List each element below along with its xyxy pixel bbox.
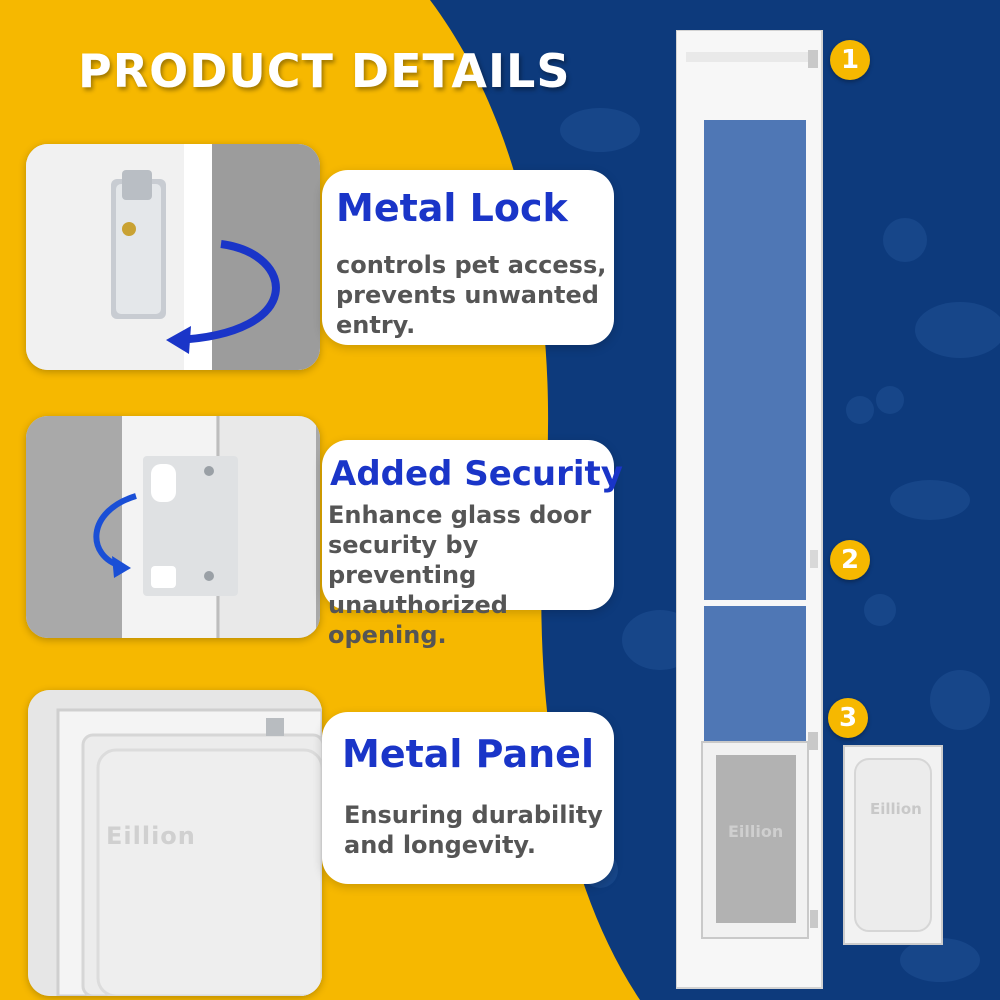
badge-3: 3 bbox=[828, 698, 868, 738]
brand-embossed-text: Eillion bbox=[106, 822, 196, 850]
metal-panel-card: Metal Panel Ensuring durability and long… bbox=[322, 712, 614, 884]
metal-panel-title: Metal Panel bbox=[342, 732, 594, 776]
metal-lock-description: controls pet access, prevents unwanted e… bbox=[336, 251, 607, 339]
metal-lock-title: Metal Lock bbox=[336, 186, 568, 230]
flap-panel bbox=[843, 745, 943, 945]
badge-1: 1 bbox=[830, 40, 870, 80]
metal-lock-card: Metal Lock controls pet access, prevents… bbox=[322, 170, 614, 345]
metal-panel-description: Ensuring durability and longevity. bbox=[344, 801, 603, 859]
added-security-card: Added Security Enhance glass door securi… bbox=[322, 440, 623, 649]
page-title: PRODUCT DETAILS bbox=[78, 44, 571, 98]
metal-lock-photo bbox=[26, 144, 320, 370]
metal-panel-photo: Eillion bbox=[28, 690, 322, 996]
door-brand-text: Eillion bbox=[728, 822, 784, 841]
added-security-title: Added Security bbox=[330, 454, 623, 494]
flap-brand-text: Eillion bbox=[870, 800, 922, 818]
security-latch-photo bbox=[26, 416, 320, 638]
pet-door-panel bbox=[676, 30, 823, 989]
added-security-description: Enhance glass door security by preventin… bbox=[328, 501, 592, 649]
badge-2: 2 bbox=[830, 540, 870, 580]
